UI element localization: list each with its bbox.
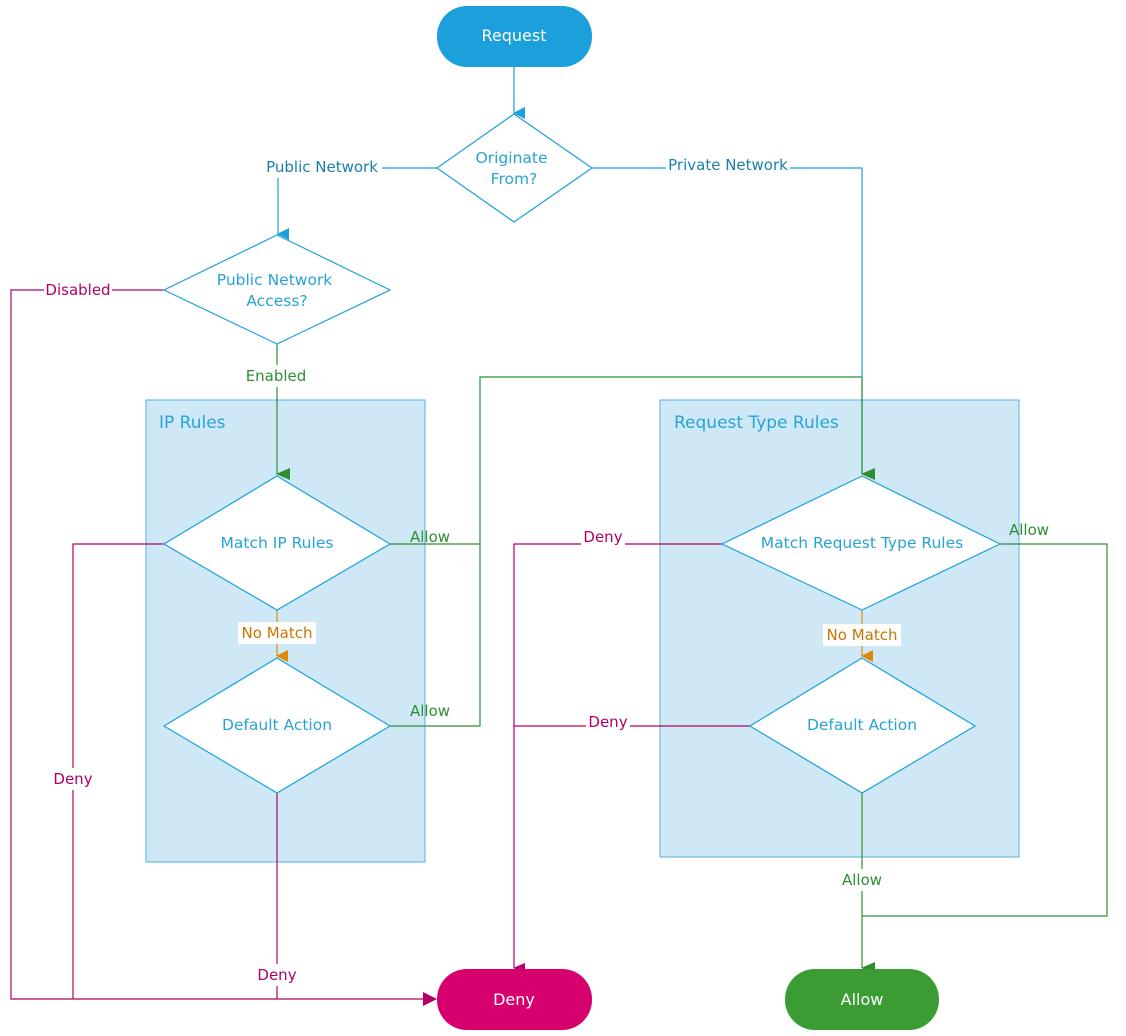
default-action-left-decision: [162, 657, 392, 794]
originate-decision: [435, 113, 594, 223]
default-action-right-decision: [748, 657, 977, 794]
no-match-left-label-bg: [238, 622, 316, 644]
public-network-label: Public Network: [266, 158, 378, 176]
allow-default-right-label-bg: [838, 869, 886, 891]
edge-allow-ip: [390, 376, 862, 545]
public-network-label-bg: [262, 156, 382, 178]
deny-request-type-label: Deny: [583, 528, 622, 546]
default-action-left-label: Default Action: [222, 716, 332, 734]
originate-line-2: From?: [491, 170, 538, 188]
no-match-right-label: No Match: [827, 626, 898, 644]
default-action-right-label: Default Action: [807, 716, 917, 734]
allow-default-left-label: Allow: [410, 702, 450, 720]
private-network-label: Private Network: [668, 156, 788, 174]
disabled-label: Disabled: [45, 281, 110, 299]
deny-default-right-label-bg: [586, 712, 630, 732]
match-ip-rules-decision: [162, 475, 392, 611]
deny-default-left-label: Deny: [257, 966, 296, 984]
request-terminal-label: Request: [482, 26, 547, 45]
match-ip-rules-label: Match IP Rules: [221, 534, 334, 552]
request-type-rules-group-title: Request Type Rules: [674, 413, 839, 433]
edge-allow-request-type: [862, 543, 1108, 917]
public-access-decision: [162, 234, 392, 345]
public-access-decision-label: Public Network Access?: [217, 271, 337, 310]
allow-request-type-label: Allow: [1009, 521, 1049, 539]
deny-default-right-label: Deny: [588, 713, 627, 731]
allow-default-right-label: Allow: [842, 871, 882, 889]
no-match-right-label-bg: [823, 624, 901, 646]
request-terminal: [437, 6, 592, 67]
deny-default-left-label-bg: [254, 964, 300, 986]
deny-terminal-label: Deny: [493, 990, 535, 1009]
match-request-type-decision: [720, 475, 1002, 611]
private-network-label-bg: [666, 154, 790, 176]
allow-terminal-label: Allow: [841, 990, 884, 1009]
edge-allow-default-left: [390, 544, 481, 727]
originate-line-1: Originate: [476, 149, 548, 167]
originate-decision-label: Originate From?: [476, 149, 553, 188]
match-request-type-label: Match Request Type Rules: [761, 534, 963, 552]
edge-deny-ip: [72, 543, 164, 999]
allow-ip-label: Allow: [410, 528, 450, 546]
deny-ip-label-bg: [50, 768, 96, 790]
enabled-label-bg: [243, 365, 309, 387]
no-match-left-label: No Match: [242, 624, 313, 642]
allow-terminal: [785, 969, 939, 1030]
public-access-line-2: Access?: [246, 292, 307, 310]
edge-deny-request-type: [513, 543, 722, 973]
deny-request-type-label-bg: [581, 527, 625, 547]
public-access-line-1: Public Network: [217, 271, 333, 289]
disabled-label-bg: [44, 279, 112, 301]
enabled-label: Enabled: [246, 367, 307, 385]
deny-terminal: [437, 969, 592, 1030]
deny-ip-label: Deny: [53, 770, 92, 788]
ip-rules-group-title: IP Rules: [159, 413, 226, 433]
